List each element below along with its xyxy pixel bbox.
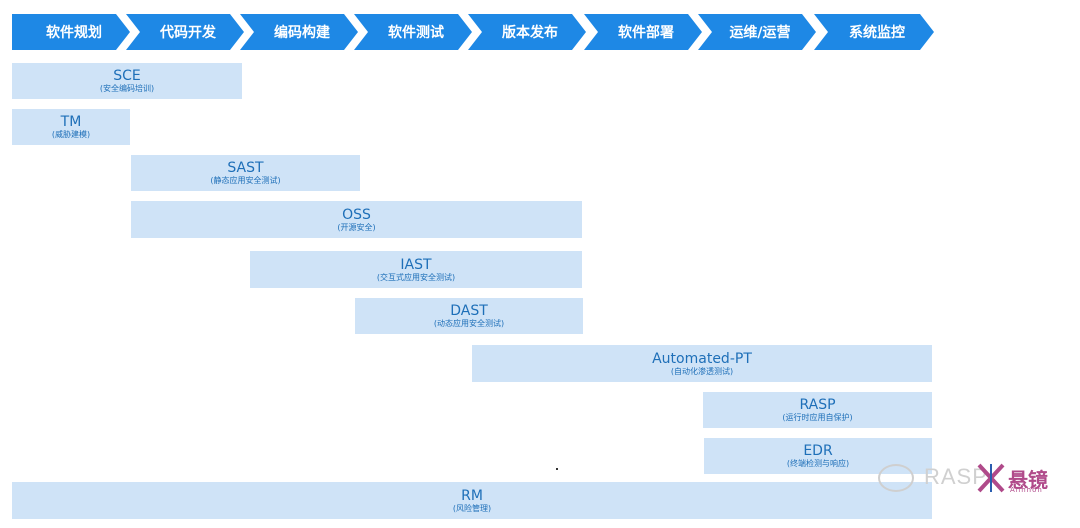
bar-subtitle: (交互式应用安全测试) — [376, 272, 456, 282]
stage-monitoring: 系统监控 — [814, 14, 934, 50]
bar-edr: EDR (终端检测与响应) — [704, 438, 932, 474]
bar-subtitle: (静态应用安全测试) — [210, 176, 281, 186]
bar-subtitle: (动态应用安全测试) — [433, 319, 505, 329]
stage-label: 软件测试 — [388, 25, 444, 41]
watermark: RASP 悬镜 Anhhon — [878, 460, 1068, 496]
bar-iast: IAST (交互式应用安全测试) — [250, 251, 582, 288]
stage-label: 软件规划 — [46, 25, 102, 41]
bar-subtitle: (终端检测与响应) — [786, 459, 850, 469]
bar-sce: SCE (安全编码培训) — [12, 63, 242, 99]
bar-automated-pt: Automated-PT (自动化渗透测试) — [472, 345, 932, 382]
watermark-text: RASP — [924, 464, 988, 489]
watermark-brand-en: Anhhon — [1010, 486, 1043, 494]
logo-icon — [977, 463, 1005, 493]
bar-name: DAST — [450, 303, 488, 320]
stage-deployment: 软件部署 — [584, 14, 702, 50]
bar-name: IAST — [400, 256, 432, 273]
bar-sast: SAST (静态应用安全测试) — [131, 155, 360, 191]
wechat-icon — [878, 464, 914, 492]
bar-subtitle: (开源安全) — [337, 222, 376, 232]
bar-name: EDR — [803, 443, 833, 460]
stage-label: 版本发布 — [502, 25, 558, 41]
bar-oss: OSS (开源安全) — [131, 201, 582, 238]
bar-subtitle: (运行时应用自保护) — [782, 413, 853, 423]
stage-code-build: 编码构建 — [240, 14, 358, 50]
bar-rm: RM (风险管理) — [12, 482, 932, 519]
bar-name: SCE — [113, 68, 141, 85]
bar-name: TM — [60, 114, 82, 131]
bar-subtitle: (安全编码培训) — [99, 84, 155, 94]
stray-dot — [556, 468, 558, 470]
stage-software-testing: 软件测试 — [354, 14, 472, 50]
bar-rasp: RASP (运行时应用自保护) — [703, 392, 932, 428]
bar-name: RM — [461, 487, 483, 504]
stage-label: 代码开发 — [160, 25, 216, 41]
bar-dast: DAST (动态应用安全测试) — [355, 298, 583, 334]
watermark-brand-cn: 悬镜 — [1008, 468, 1048, 492]
bar-name: Automated-PT — [652, 350, 752, 367]
stage-software-planning: 软件规划 — [12, 14, 130, 50]
stage-label: 软件部署 — [618, 25, 674, 41]
bar-subtitle: (风险管理) — [452, 503, 492, 513]
bar-subtitle: (威胁建模) — [51, 130, 91, 140]
stage-release: 版本发布 — [468, 14, 586, 50]
bar-name: SAST — [227, 160, 264, 177]
bar-name: RASP — [799, 397, 836, 414]
bar-subtitle: (自动化渗透测试) — [670, 366, 734, 376]
stage-operations: 运维/运营 — [698, 14, 816, 50]
stage-label: 运维/运营 — [729, 25, 791, 41]
stage-label: 编码构建 — [274, 25, 330, 41]
stage-label: 系统监控 — [849, 25, 905, 41]
bar-name: OSS — [342, 206, 371, 223]
bar-tm: TM (威胁建模) — [12, 109, 130, 145]
stage-code-development: 代码开发 — [126, 14, 244, 50]
